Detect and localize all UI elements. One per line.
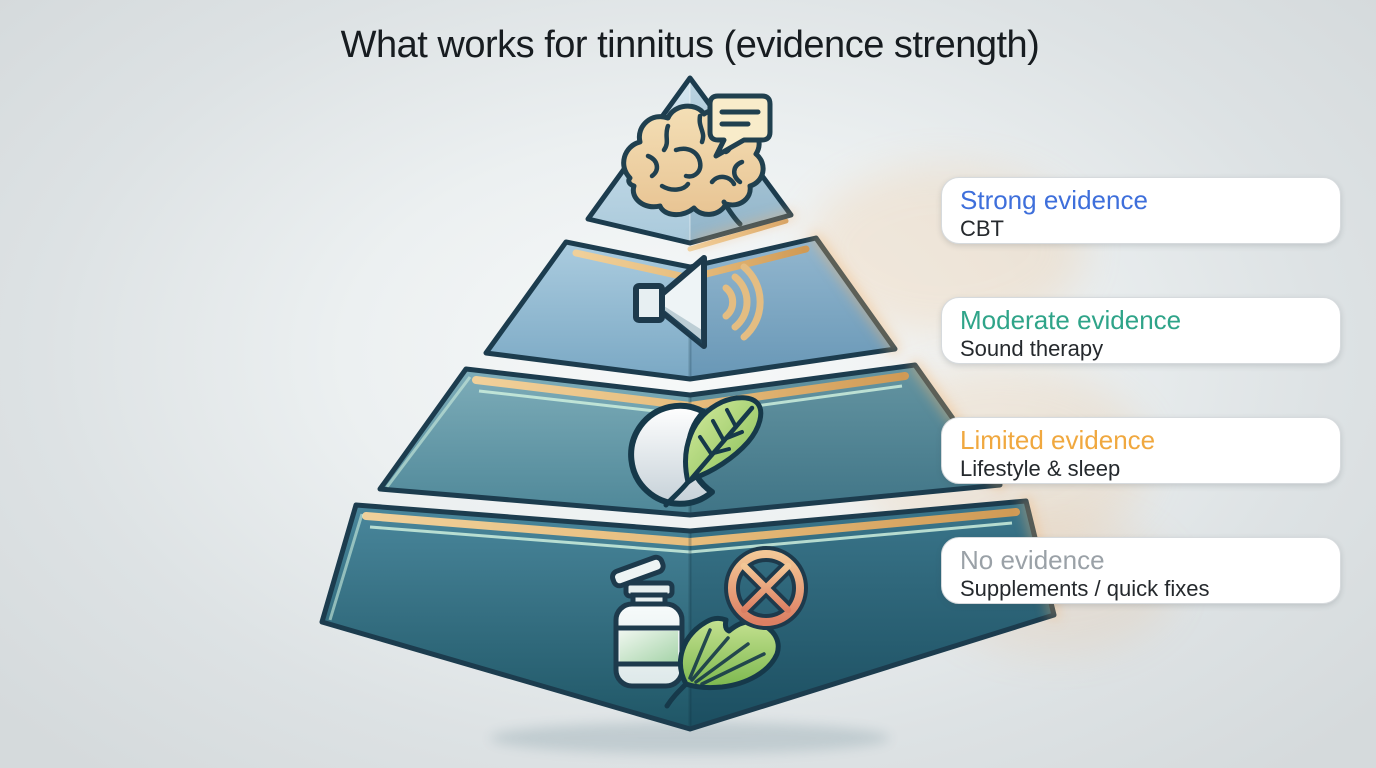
speech-bubble-icon — [707, 93, 773, 159]
speaker-icon — [633, 255, 707, 349]
tier-4-no-evidence — [319, 498, 1057, 732]
pyramid-shadow — [490, 722, 890, 754]
treatment-label: Lifestyle & sleep — [960, 456, 1121, 481]
evidence-strength-label: Moderate evidence — [960, 305, 1182, 335]
page-title: What works for tinnitus (evidence streng… — [340, 24, 1040, 66]
legend-card-moderate: Moderate evidence Sound therapy — [941, 297, 1341, 364]
legend-card-strong: Strong evidence CBT — [941, 177, 1341, 244]
supplement-bottle-icon — [610, 554, 685, 689]
ginkgo-leaf-icon — [664, 615, 781, 709]
crossed-circle-icon — [724, 546, 808, 630]
treatment-label: Supplements / quick fixes — [960, 576, 1210, 601]
legend-card-none: No evidence Supplements / quick fixes — [941, 537, 1341, 604]
evidence-strength-label: No evidence — [960, 545, 1105, 575]
leaf-icon — [663, 395, 764, 508]
tier-3-limited-evidence — [377, 362, 1003, 518]
legend-card-limited: Limited evidence Lifestyle & sleep — [941, 417, 1341, 484]
treatment-label: Sound therapy — [960, 336, 1104, 361]
sound-waves-icon — [722, 263, 764, 341]
treatment-label: CBT — [960, 216, 1004, 241]
evidence-strength-label: Strong evidence — [960, 185, 1148, 215]
evidence-strength-label: Limited evidence — [960, 425, 1156, 455]
